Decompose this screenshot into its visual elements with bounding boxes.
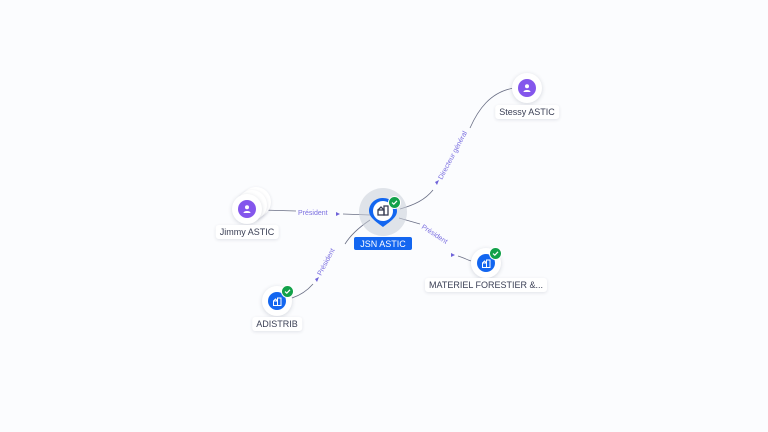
person-avatar[interactable] [232, 194, 262, 224]
person-icon [518, 79, 536, 97]
arrow-icon [336, 212, 340, 216]
edge-label-stessy: Directeur général [438, 130, 470, 181]
arrow-icon [435, 180, 439, 185]
edge-center-adistrib[interactable]: Président [291, 219, 371, 299]
company-building-icon [268, 292, 286, 310]
person-avatar[interactable] [512, 73, 542, 103]
verified-check-icon [388, 196, 401, 209]
edge-jimmy-center[interactable]: Président [261, 209, 371, 217]
node-label: Stessy ASTIC [495, 105, 559, 119]
node-label: ADISTRIB [252, 317, 302, 331]
node-label: MATERIEL FORESTIER &... [424, 278, 548, 292]
edge-label-materiel: Président [420, 224, 449, 246]
verified-check-icon [281, 285, 294, 298]
node-label: Jimmy ASTIC [215, 225, 279, 239]
edge-label-adistrib: Président [317, 247, 337, 276]
person-icon [238, 200, 256, 218]
arrow-icon [451, 253, 455, 257]
verified-check-icon [489, 247, 502, 260]
center-node-label: JSN ASTIC [354, 237, 412, 250]
arrow-icon [315, 277, 319, 282]
edge-label-jimmy: Président [298, 210, 328, 217]
company-building-icon [377, 205, 389, 216]
